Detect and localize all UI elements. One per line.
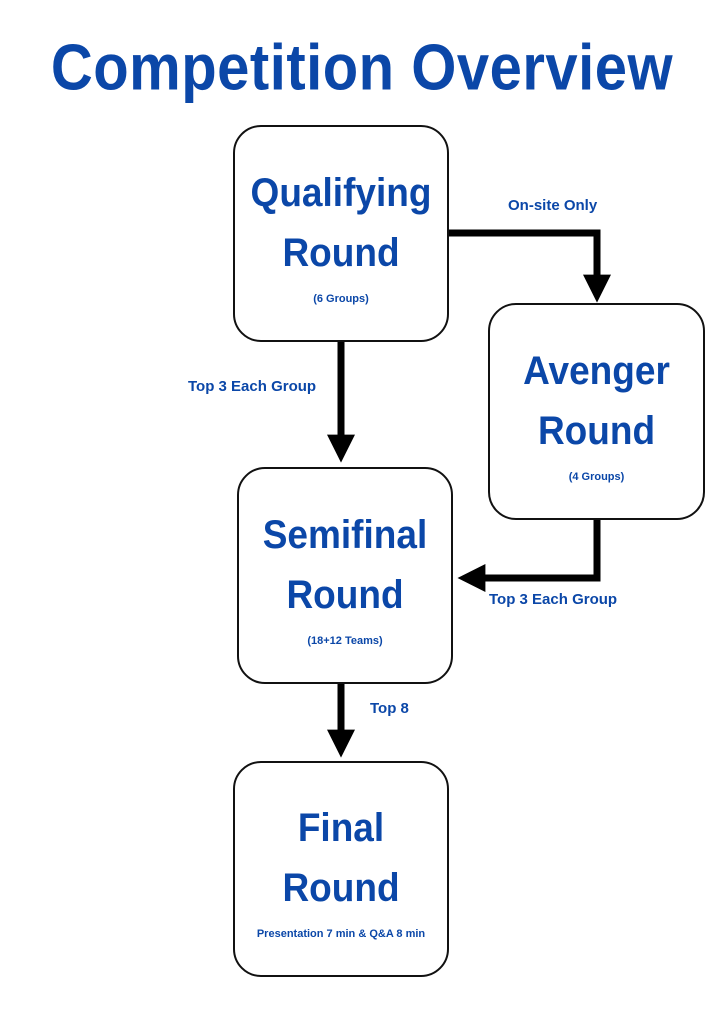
semifinal-round-title-line1: Semifinal [262,511,428,557]
qualifying-round-title-line2: Round [282,229,400,275]
edge-label-on-site-only: On-site Only [508,197,598,214]
arrow-qualifying-to-avenger [448,229,611,303]
avenger-round-box: Avenger Round (4 Groups) [488,303,705,520]
avenger-round-title-line1: Avenger [523,347,670,393]
final-round-box: Final Round Presentation 7 min & Q&A 8 m… [233,761,449,977]
page-title: Competition Overview [50,31,674,104]
final-round-subtitle: Presentation 7 min & Q&A 8 min [256,928,426,940]
qualifying-round-box: Qualifying Round (6 Groups) [233,125,449,342]
final-round-title-line1: Final [297,805,385,850]
avenger-round-subtitle: (4 Groups) [568,470,625,483]
arrow-avenger-to-semifinal [457,519,601,592]
semifinal-round-box: Semifinal Round (18+12 Teams) [237,467,453,684]
edge-label-top3-avenger: Top 3 Each Group [489,591,618,608]
semifinal-round-subtitle: (18+12 Teams) [307,634,383,647]
edge-label-top3-qualifying: Top 3 Each Group [188,378,317,395]
qualifying-round-subtitle: (6 Groups) [313,292,369,305]
avenger-round-title-line2: Round [537,407,656,453]
semifinal-round-title-line2: Round [286,571,404,617]
qualifying-round-title-line1: Qualifying [250,169,432,215]
edge-label-top8: Top 8 [370,700,409,717]
final-round-title-line2: Round [282,865,400,910]
